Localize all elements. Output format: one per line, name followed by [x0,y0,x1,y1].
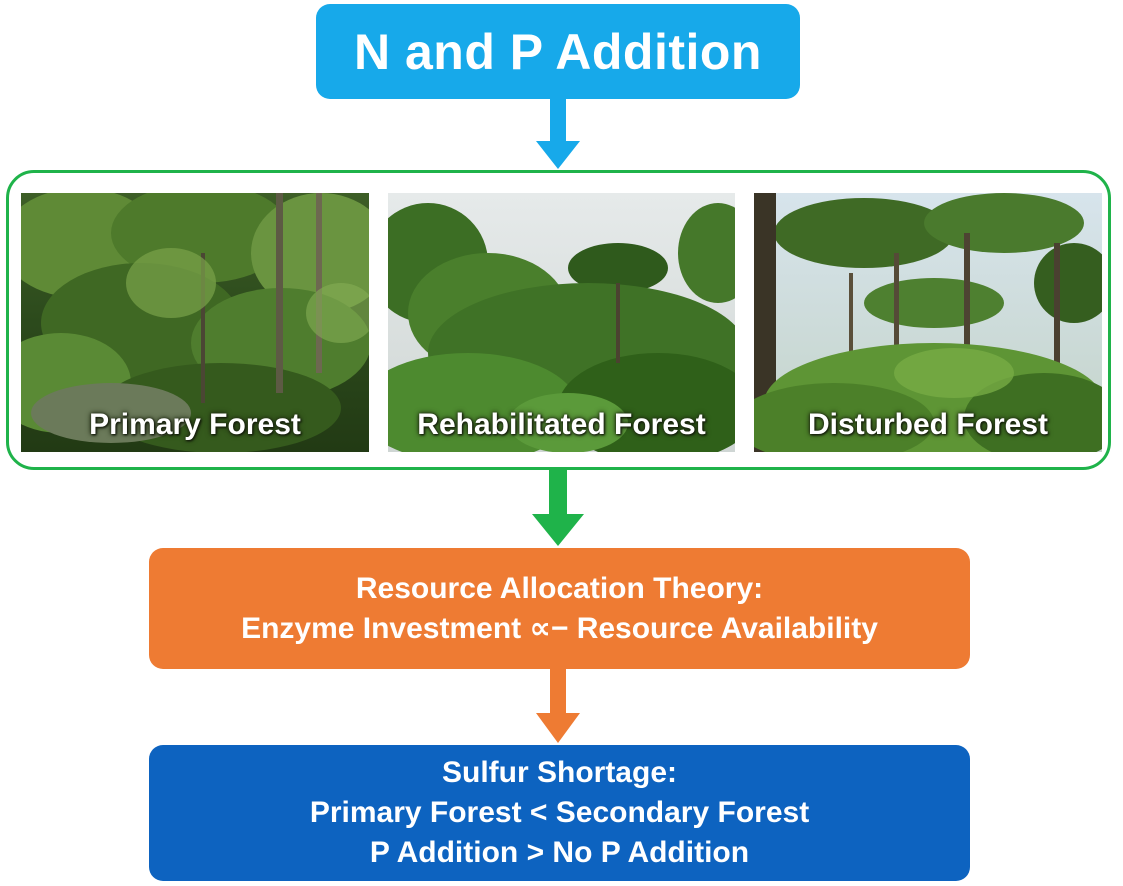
arrow-down-icon [532,470,584,546]
sulfur-shortage-heading: Sulfur Shortage: [441,756,677,789]
resource-allocation-theory-box: Resource Allocation Theory: Enzyme Inves… [149,548,970,669]
theory-heading: Resource Allocation Theory: [355,571,764,605]
rehabilitated-forest-label: Rehabilitated Forest [417,408,706,441]
arrow-down-icon [536,99,580,169]
primary-forest-label: Primary Forest [89,408,301,441]
forest-comparison: Primary Forest < Secondary Forest [309,796,810,829]
sulfur-shortage-box: Sulfur Shortage: Primary Forest < Second… [149,745,970,881]
arrow-down-icon [536,669,580,743]
disturbed-forest-label: Disturbed Forest [807,408,1049,441]
n-and-p-addition-title: N and P Addition [354,23,762,80]
theory-relation: Enzyme Investment ∝− Resource Availabili… [241,611,878,645]
n-and-p-addition-box: N and P Addition [316,4,800,99]
forest-types-group [6,170,1111,470]
addition-comparison: P Addition > No P Addition [369,836,750,869]
primary-forest-photo: Primary Forest [21,193,369,452]
disturbed-forest-photo: Disturbed Forest [754,193,1102,452]
rehabilitated-forest-photo: Rehabilitated Forest [388,193,735,452]
